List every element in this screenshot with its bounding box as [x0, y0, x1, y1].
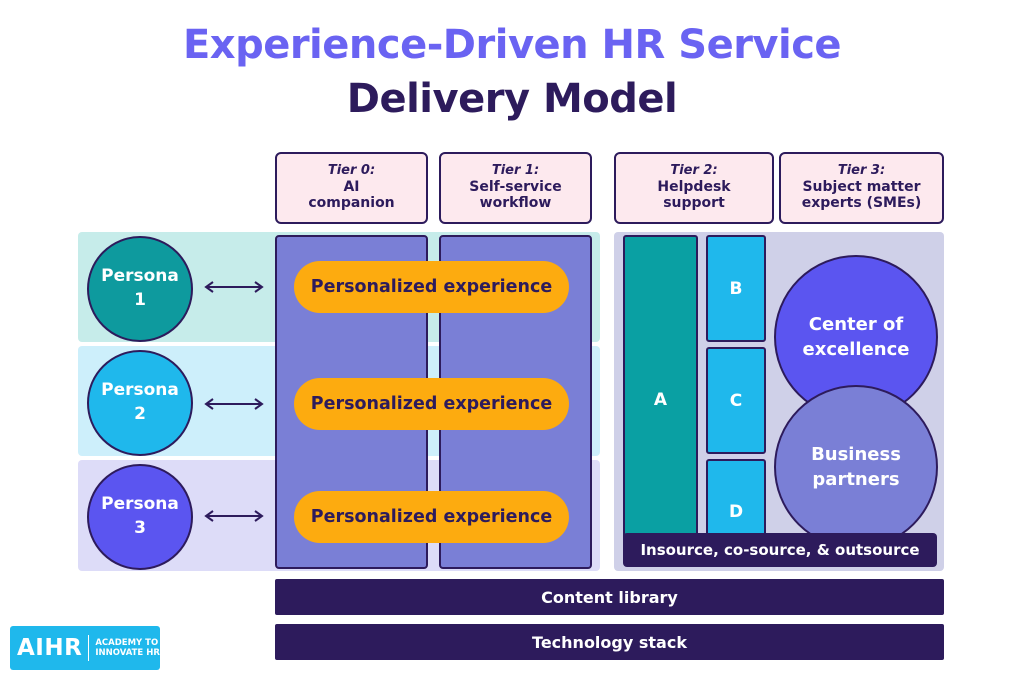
tier-1-name-line1: Self-service [469, 179, 562, 196]
tier-1-name-line2: workflow [479, 195, 552, 212]
aihr-logo-mark: AIHR [17, 635, 83, 661]
aihr-logo-subtitle: ACADEMY TO INNOVATE HR [95, 638, 160, 658]
double-arrow-icon [204, 510, 264, 522]
tier-2-header: Tier 2: Helpdesk support [614, 152, 774, 224]
helpdesk-box-b: B [706, 235, 766, 342]
tier-3-name-line1: Subject matter [802, 179, 921, 196]
persona-3-label-line1: Persona [101, 494, 179, 515]
persona-1-circle: Persona 1 [87, 236, 193, 342]
persona-1-label-line1: Persona [101, 266, 179, 287]
logo-divider [88, 635, 90, 661]
tier-3-label: Tier 3: [837, 163, 886, 179]
logo-sub-line1: ACADEMY TO [95, 637, 159, 648]
tier-0-label: Tier 0: [327, 163, 376, 179]
content-library-bar: Content library [275, 579, 944, 615]
tier-0-name-line1: AI [343, 179, 360, 196]
tier-2-label: Tier 2: [670, 163, 718, 179]
persona-2-label-line1: Persona [101, 380, 179, 401]
sourcing-bar: Insource, co-source, & outsource [623, 533, 937, 567]
personalized-experience-pill-2: Personalized experience [294, 378, 569, 430]
tier-1-label: Tier 1: [491, 163, 540, 179]
bp-label-line2: partners [812, 469, 900, 490]
tier-3-header: Tier 3: Subject matter experts (SMEs) [779, 152, 944, 224]
personalized-experience-pill-1: Personalized experience [294, 261, 569, 313]
personalized-experience-pill-3: Personalized experience [294, 491, 569, 543]
coe-label-line1: Center of [808, 313, 904, 335]
aihr-logo: AIHR ACADEMY TO INNOVATE HR [10, 626, 160, 670]
double-arrow-icon [204, 281, 264, 293]
persona-3-circle: Persona 3 [87, 464, 193, 570]
coe-label-line2: excellence [802, 339, 910, 360]
title-line-2: Delivery Model [346, 76, 678, 122]
business-partners-circle: Business partners [774, 385, 938, 549]
persona-3-label-line2: 3 [134, 518, 146, 538]
tier-2-name-line1: Helpdesk [657, 179, 731, 196]
logo-sub-line2: INNOVATE HR [95, 648, 160, 658]
tier-0-header: Tier 0: AI companion [275, 152, 428, 224]
helpdesk-box-c: C [706, 347, 766, 454]
double-arrow-icon [204, 398, 264, 410]
bp-label-line1: Business [811, 443, 901, 465]
tier-3-name-line2: experts (SMEs) [801, 195, 922, 212]
tier-2-name-line2: support [663, 195, 725, 212]
persona-2-label-line2: 2 [134, 404, 146, 424]
persona-2-circle: Persona 2 [87, 350, 193, 456]
technology-stack-bar: Technology stack [275, 624, 944, 660]
tier-0-name-line2: companion [308, 195, 395, 212]
title-line-1: Experience-Driven HR Service [182, 22, 842, 68]
persona-1-label-line2: 1 [134, 290, 146, 310]
helpdesk-box-a: A [623, 235, 698, 565]
tier-1-header: Tier 1: Self-service workflow [439, 152, 592, 224]
